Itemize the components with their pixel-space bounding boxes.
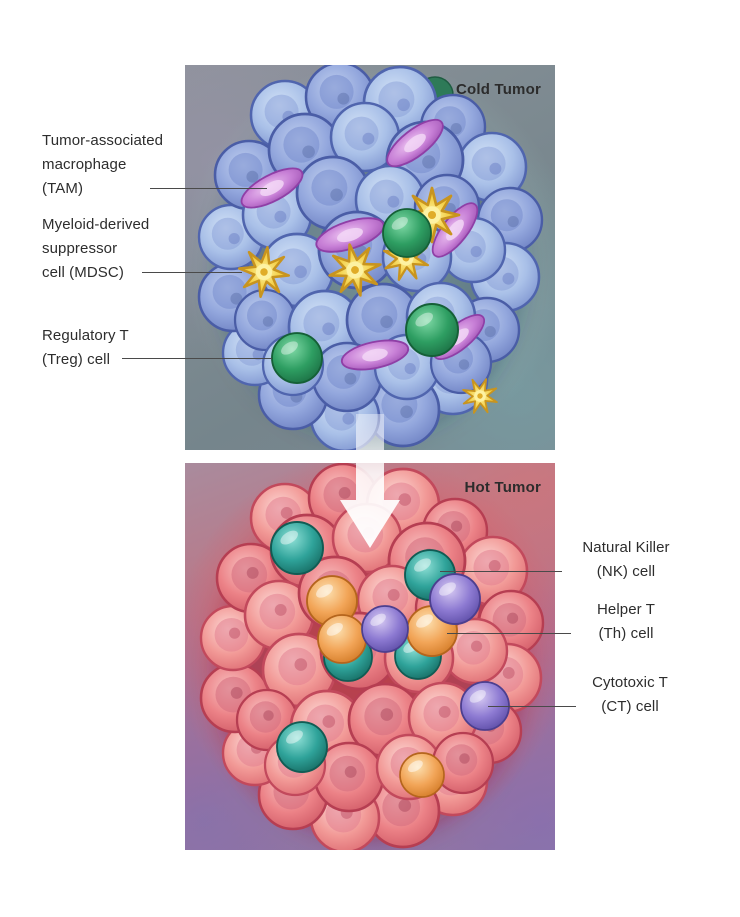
label-tam: Tumor-associated macrophage (TAM) [42, 129, 163, 201]
label-ct-line-2: (CT) cell [601, 698, 659, 715]
hot-tumor-title: Hot Tumor [464, 479, 541, 496]
label-treg-line-1: Regulatory T [42, 327, 129, 344]
label-treg-line-2: (Treg) cell [42, 351, 111, 368]
leader-line-nk [440, 571, 562, 572]
hot-tumor-illustration [199, 463, 545, 850]
leader-line-th [447, 633, 571, 634]
leader-line-mdsc [142, 272, 242, 273]
leader-line-ct [488, 706, 576, 707]
label-nk-line-2: (NK) cell [596, 563, 656, 580]
label-tam-line-2: macrophage [42, 156, 127, 173]
cold-tumor-panel: Cold Tumor [185, 65, 555, 450]
label-nk-line-1: Natural Killer [582, 539, 670, 556]
label-th-line-2: (Th) cell [598, 625, 654, 642]
label-th: Helper T (Th) cell [566, 598, 686, 646]
cold-tumor-illustration [197, 65, 544, 450]
label-th-line-1: Helper T [596, 601, 656, 618]
label-ct: Cytotoxic T (CT) cell [570, 671, 690, 719]
label-tam-line-3: (TAM) [42, 180, 84, 197]
leader-line-tam [150, 188, 267, 189]
leader-line-treg [122, 358, 272, 359]
label-mdsc-line-2: suppressor [42, 240, 118, 257]
label-tam-line-1: Tumor-associated [42, 132, 164, 149]
label-mdsc: Myeloid-derived suppressor cell (MDSC) [42, 213, 149, 285]
label-nk: Natural Killer (NK) cell [566, 536, 686, 584]
label-ct-line-1: Cytotoxic T [592, 674, 668, 691]
label-mdsc-line-3: cell (MDSC) [42, 264, 124, 281]
cold-tumor-title: Cold Tumor [455, 81, 541, 98]
cold-to-hot-arrow-icon [340, 414, 400, 548]
label-mdsc-line-1: Myeloid-derived [42, 216, 150, 233]
label-treg: Regulatory T (Treg) cell [42, 324, 129, 372]
